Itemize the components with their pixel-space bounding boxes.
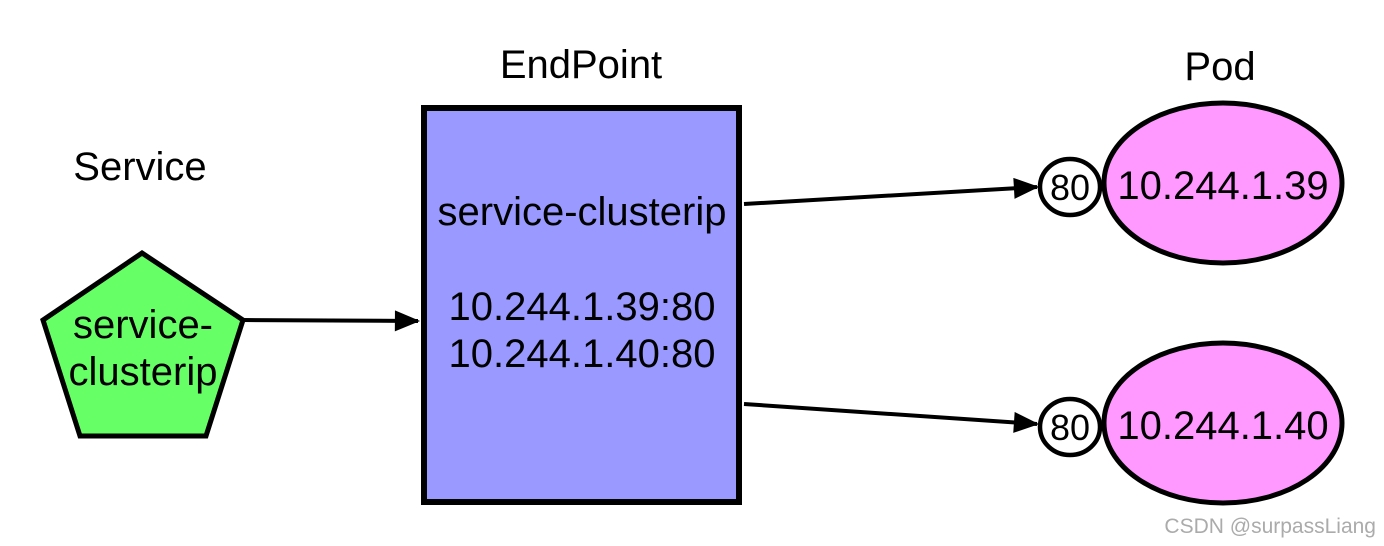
edge-endpoint-to-pod-1 bbox=[743, 177, 1040, 206]
service-name-line1: service- bbox=[73, 303, 213, 347]
pod-1-ellipse-node bbox=[1101, 100, 1345, 266]
service-section-label: Service bbox=[73, 145, 206, 189]
edge-service-to-endpoint bbox=[242, 310, 421, 332]
pod-1-port-circle bbox=[1037, 156, 1103, 218]
service-name-line2: clusterip bbox=[69, 350, 218, 394]
pod-2-ellipse-node bbox=[1101, 340, 1345, 506]
endpoint-address-2: 10.244.1.40:80 bbox=[449, 332, 716, 376]
pod-1-port: 80 bbox=[1050, 167, 1090, 208]
endpoint-name: service-clusterip bbox=[438, 190, 727, 234]
edge-endpoint-to-pod-2 bbox=[743, 402, 1040, 433]
pod-2-port-circle bbox=[1037, 396, 1103, 458]
pod-2-ip: 10.244.1.40 bbox=[1117, 404, 1328, 448]
csdn-watermark: CSDN @surpassLiang bbox=[1164, 515, 1376, 538]
pod-1-ip: 10.244.1.39 bbox=[1117, 164, 1328, 208]
endpoint-box-node bbox=[421, 105, 742, 505]
pod-2-port: 80 bbox=[1050, 407, 1090, 448]
endpoint-address-1: 10.244.1.39:80 bbox=[449, 285, 716, 329]
endpoint-section-label: EndPoint bbox=[500, 43, 662, 87]
service-pentagon-node bbox=[40, 249, 246, 439]
pod-section-label: Pod bbox=[1184, 45, 1255, 89]
